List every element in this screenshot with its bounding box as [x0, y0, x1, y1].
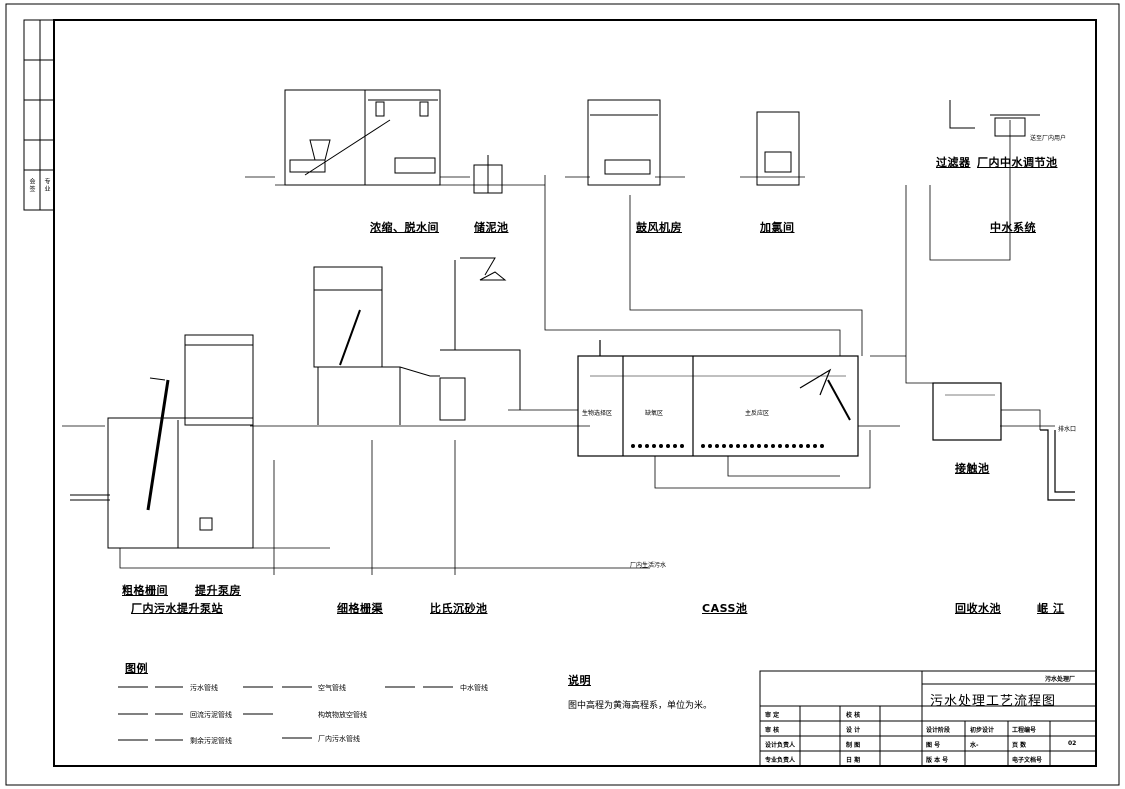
legend-item: 污水管线	[190, 684, 218, 692]
tb-cell: 02	[1068, 740, 1077, 747]
outer-frame	[5, 3, 1120, 786]
tb-cell: 设计负责人	[765, 742, 796, 749]
tb-cell: 设计阶段	[926, 727, 951, 734]
label-river: 岷 江	[1037, 602, 1065, 615]
tb-cell: 审 核	[765, 727, 780, 734]
tb-cell: 初步设计	[970, 727, 995, 734]
label-lift-station: 厂内污水提升泵站	[131, 602, 223, 615]
label-blower: 鼓风机房	[636, 221, 682, 234]
margin-label: 会 签	[28, 178, 35, 192]
margin-label: 专 业	[43, 178, 50, 192]
legend-item: 回流污泥管线	[190, 711, 232, 719]
legend-title: 图例	[125, 662, 148, 675]
piping	[119, 120, 1041, 575]
fine-screen-building	[313, 266, 383, 368]
legend-item: 厂内污水管线	[318, 735, 360, 743]
label-reclaimed-tank: 厂内中水调节池	[977, 156, 1058, 169]
tb-cell: 日 期	[846, 757, 861, 764]
tb-cell: 制 图	[846, 742, 861, 749]
tb-cell: 水-	[970, 742, 979, 749]
tb-cell: 设 计	[846, 727, 861, 734]
tb-cell: 页 数	[1012, 742, 1027, 749]
label-contact-tank: 接触池	[955, 462, 990, 475]
label-grit-chamber: 比氏沉砂池	[430, 602, 488, 615]
label-recycle-tank: 回收水池	[955, 602, 1001, 615]
legend-item: 构筑物放空管线	[318, 711, 367, 719]
label-sludge-storage: 储泥池	[474, 221, 509, 234]
tb-cell: 审 定	[765, 712, 780, 719]
zone-main-reaction: 主反应区	[745, 410, 770, 417]
label-reclaimed-system: 中水系统	[990, 221, 1036, 234]
label-lift-pump-room: 提升泵房	[195, 584, 241, 597]
tb-cell: 工程编号	[1012, 727, 1037, 734]
legend-item: 空气管线	[318, 684, 346, 692]
contact-tank	[932, 382, 1002, 441]
tb-cell: 版 本 号	[926, 757, 949, 764]
tb-cell: 校 核	[846, 712, 861, 719]
label-coarse-screen: 粗格栅间	[122, 584, 168, 597]
notes-title: 说明	[568, 674, 591, 687]
label-fine-screen: 细格栅渠	[337, 602, 383, 615]
tb-cell: 图 号	[926, 742, 941, 749]
label-filter: 过滤器	[936, 156, 971, 169]
chlorination-building	[756, 111, 800, 186]
zone-bio-selector: 生物选择区	[582, 410, 613, 417]
label-cass: CASS池	[702, 602, 748, 615]
plant-sewage-label: 厂内生活污水	[630, 562, 667, 569]
outfall-label: 排水口	[1058, 426, 1077, 433]
tb-cell: 电子文档号	[1012, 757, 1043, 764]
to-users-label: 送至厂内用户	[1030, 135, 1067, 142]
drawing-title: 污水处理工艺流程图	[930, 694, 1057, 709]
legend-item: 中水管线	[460, 684, 488, 692]
title-block	[759, 670, 1097, 767]
label-thickening: 浓缩、脱水间	[370, 221, 439, 234]
notes-text: 图中高程为黄海高程系，单位为米。	[568, 701, 713, 711]
plant-name: 污水处理厂	[1045, 676, 1076, 683]
tb-cell: 专业负责人	[765, 757, 796, 764]
blower-building	[587, 99, 661, 186]
legend-item: 剩余污泥管线	[190, 737, 232, 745]
lift-station-structure	[107, 417, 254, 549]
grit-chamber	[439, 377, 466, 421]
cass-tank	[577, 355, 859, 457]
zone-anoxic: 缺氧区	[645, 410, 664, 417]
ground-lines	[62, 176, 1055, 427]
label-chlorination: 加氯间	[760, 221, 795, 234]
legend-lines	[118, 686, 453, 741]
inner-frame	[53, 19, 1097, 767]
